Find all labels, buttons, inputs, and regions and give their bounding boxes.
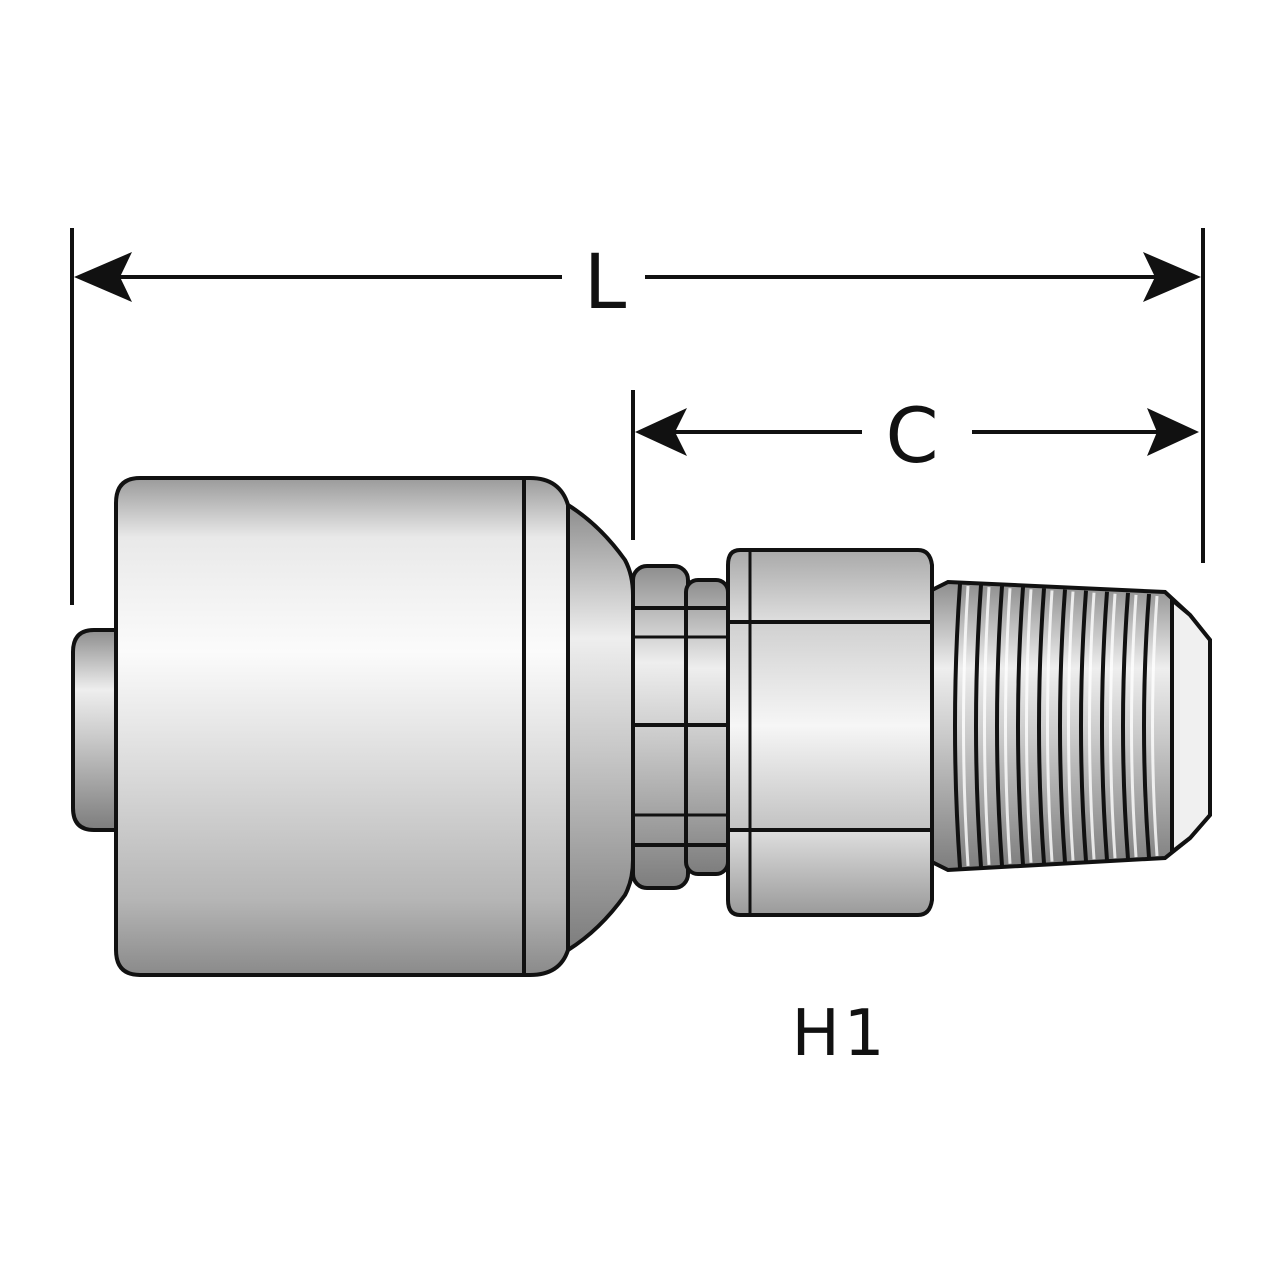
- thread-ridge: [1100, 591, 1109, 861]
- fitting: [71, 476, 1212, 977]
- dimension-c-arrow-left: [635, 408, 687, 456]
- thread-ridge: [1079, 590, 1088, 862]
- dimension-c: C: [631, 390, 1199, 540]
- dimension-l: L: [70, 228, 1205, 605]
- thread-ridge: [953, 583, 962, 869]
- ferrule-taper: [566, 501, 635, 954]
- thread-highlight: [1067, 591, 1075, 861]
- thread-ridge: [995, 586, 1004, 866]
- thread-highlight: [1151, 595, 1159, 857]
- dimension-c-label: C: [885, 391, 938, 480]
- thread-ridge: [1121, 592, 1130, 860]
- ferrule: [114, 476, 570, 977]
- thread-ridge: [1142, 593, 1151, 859]
- stem-tail: [71, 628, 118, 832]
- thread-highlight: [1046, 590, 1054, 862]
- thread-highlight: [1025, 589, 1033, 863]
- dimension-l-arrow-left: [74, 252, 132, 302]
- thread-ridge: [974, 584, 983, 868]
- thread-tip: [1170, 595, 1212, 857]
- thread-lines: [953, 583, 1159, 869]
- thread-highlight: [983, 587, 991, 865]
- thread-highlight: [1130, 594, 1138, 858]
- hex-bottom-face: [726, 828, 934, 917]
- thread-highlight: [1004, 588, 1012, 864]
- thread-highlight: [1088, 592, 1096, 860]
- thread-highlight: [962, 585, 970, 867]
- hex-nut: [726, 548, 934, 917]
- hex-top-face: [726, 548, 934, 624]
- hex-callout-label: H1: [792, 997, 889, 1071]
- dimension-l-label: L: [584, 237, 626, 326]
- dimension-l-arrow-right: [1143, 252, 1201, 302]
- thread-highlight: [1109, 593, 1117, 859]
- threaded-end: [930, 579, 1212, 873]
- hex-center-face: [726, 620, 934, 832]
- dimension-c-arrow-right: [1147, 408, 1199, 456]
- thread-ridge: [1037, 588, 1046, 864]
- thread-ridge: [1058, 589, 1067, 863]
- thread-ridge: [1016, 587, 1025, 865]
